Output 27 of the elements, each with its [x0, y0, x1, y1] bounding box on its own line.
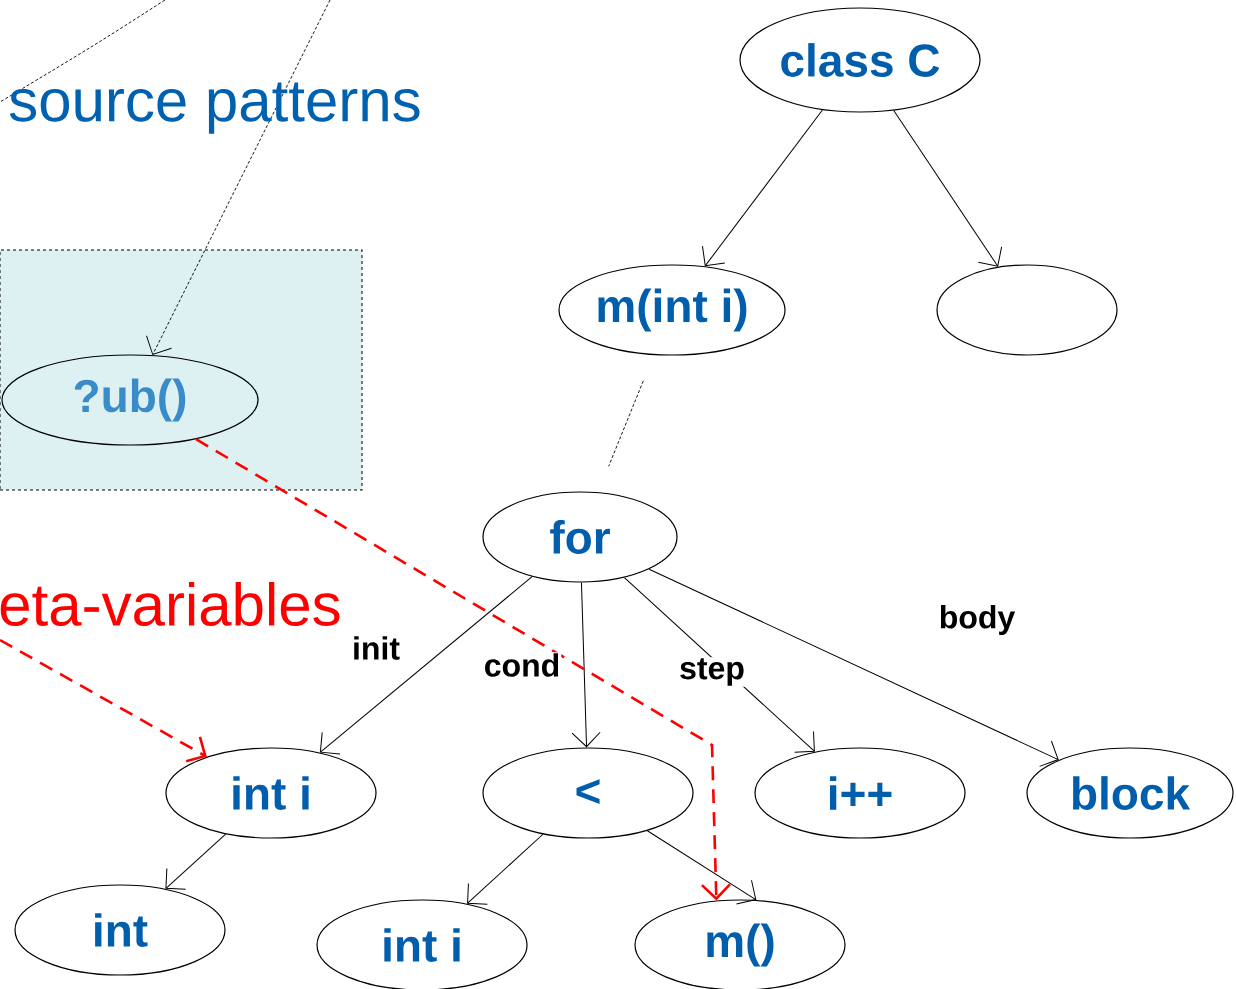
arrow: [146, 0, 331, 355]
ellipse-node: ?ub(): [1, 354, 259, 446]
arrow: [0, 638, 207, 763]
arrow: [648, 568, 1059, 767]
arrow: [702, 109, 823, 267]
ellipse-node: <: [482, 747, 694, 839]
ellipse-node: m(int i): [558, 264, 786, 356]
edge-label: step: [678, 657, 746, 687]
edge-label: cond: [482, 652, 562, 678]
edge-label: body: [937, 604, 1017, 636]
arrow: [467, 833, 544, 905]
ellipse-node: class C: [739, 7, 981, 113]
ellipse-node: block: [1026, 747, 1234, 839]
arrow: [646, 830, 757, 905]
arrow: [571, 582, 601, 748]
annotation-text: source patterns: [9, 82, 420, 134]
arrow: [893, 110, 1003, 267]
ellipse-node: i++: [754, 747, 966, 839]
edge-label: init: [351, 635, 401, 661]
arrow: [195, 438, 731, 901]
arrow: [165, 833, 227, 890]
ellipse-node: for: [482, 491, 678, 583]
annotation-text: eta-variables: [0, 582, 340, 627]
arrow: [319, 576, 533, 755]
ellipse-node: int i: [165, 747, 377, 839]
ellipse-node: [936, 264, 1118, 356]
ellipse-node: int: [14, 884, 226, 976]
